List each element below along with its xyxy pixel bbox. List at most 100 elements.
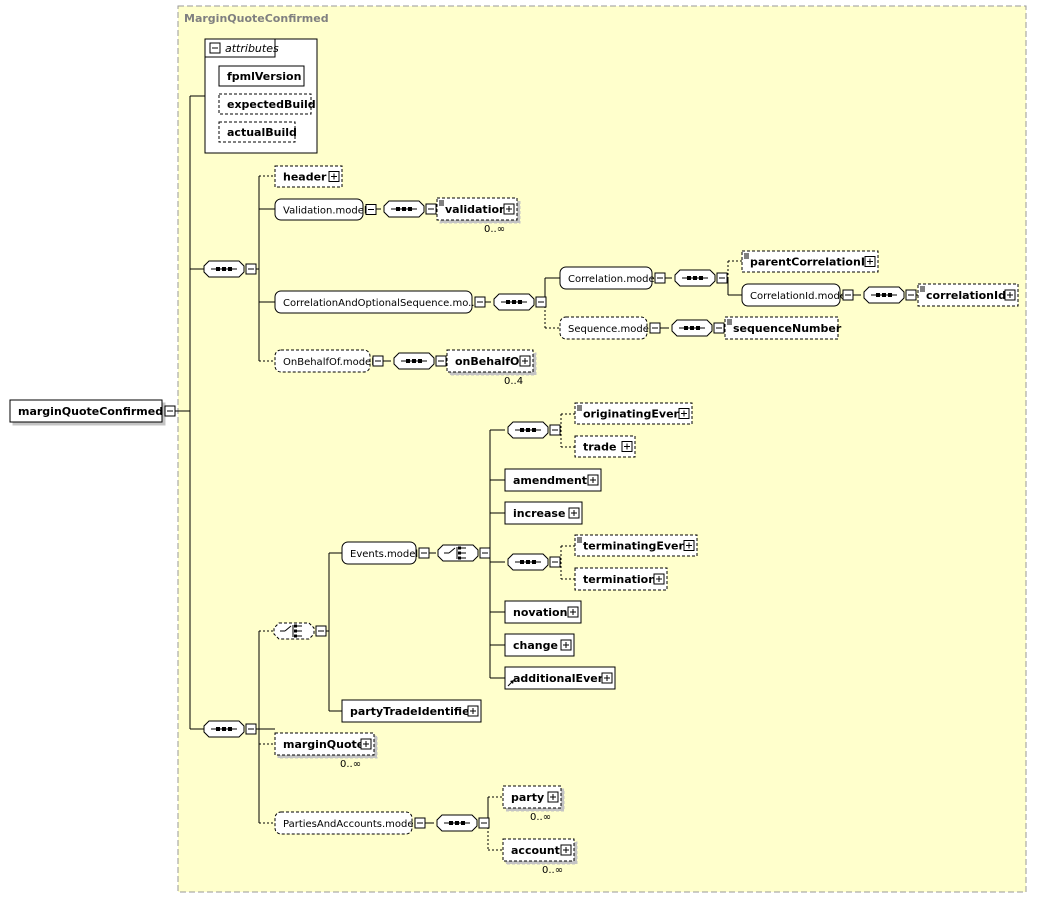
group-parties-and-accounts-model[interactable]: PartiesAndAccounts.model [274,811,416,835]
sequence-correlation-optional[interactable] [493,293,535,311]
sequence-originating[interactable] [507,421,549,439]
element-correlation-id-expand-icon[interactable] [1004,289,1016,301]
element-additional-event[interactable]: additionalEvent [504,666,616,690]
group-parties-and-accounts-model-collapse-icon[interactable] [414,817,426,829]
element-validation-expand-icon[interactable] [503,203,515,215]
element-termination-expand-icon[interactable] [653,573,665,585]
element-increase[interactable]: increase [504,501,583,525]
group-sequence-model-collapse-icon[interactable] [649,322,661,334]
element-terminating-event-label: terminatingEvent [583,540,692,553]
group-correlation-id-model-collapse-icon[interactable] [842,289,854,301]
element-on-behalf-of-expand-icon[interactable] [519,355,531,367]
attribute-expectedbuild[interactable]: expectedBuild [218,93,316,115]
element-account-expand-icon[interactable] [560,844,572,856]
element-header-expand-icon[interactable] [328,171,340,182]
sequence-correlation[interactable] [674,269,716,287]
element-originating-event-expand-icon[interactable] [678,408,690,419]
group-correlation-id-model[interactable]: CorrelationId.model [741,283,849,307]
element-terminating-event-expand-icon[interactable] [683,540,695,551]
element-header[interactable]: header [274,165,343,188]
sequence-correlation-collapse-icon[interactable] [716,272,728,284]
sequence-body-group-collapse-icon[interactable] [245,723,257,735]
group-correlation-model[interactable]: Correlation.model [559,266,657,290]
choice-compositor-icon [444,546,466,560]
sequence-parties-accounts-collapse-icon[interactable] [478,817,490,829]
sequence-on-behalf-of-collapse-icon[interactable] [435,355,447,367]
group-sequence-model[interactable]: Sequence.model [559,316,652,340]
element-change[interactable]: change [504,633,575,657]
sequence-compositor-icon [391,207,417,211]
element-party-label: party [511,791,544,804]
element-party-trade-identifier-label: partyTradeIdentifier [350,705,476,718]
element-trade-expand-icon[interactable] [621,441,633,452]
group-correlation-optional-sequence-model-label: CorrelationAndOptionalSequence.mo... [283,298,478,309]
choice-events[interactable] [437,544,479,562]
documentation-lines-icon [439,200,444,206]
element-increase-expand-icon[interactable] [568,507,580,519]
element-change-expand-icon[interactable] [560,639,572,651]
element-trade-label: trade [583,441,616,454]
group-events-model-collapse-icon[interactable] [418,547,430,559]
element-party-trade-identifier-expand-icon[interactable] [467,705,479,717]
group-correlation-optional-sequence-model[interactable]: CorrelationAndOptionalSequence.mo... [274,290,478,314]
element-novation-expand-icon[interactable] [567,606,579,618]
choice-events-collapse-icon[interactable] [479,547,491,559]
sequence-sequence-number-collapse-icon[interactable] [713,322,725,334]
element-parent-correlation-id-expand-icon[interactable] [864,256,876,267]
element-correlation-id[interactable]: correlationId [917,283,1019,307]
element-validation-label: validation [445,203,507,216]
sequence-parties-accounts[interactable] [436,814,478,832]
sequence-correlation-id-collapse-icon[interactable] [905,289,917,301]
group-events-model[interactable]: Events.model [341,541,418,565]
sequence-sequence-number[interactable] [671,319,713,337]
element-increase-label: increase [513,507,565,520]
group-on-behalf-of-model-collapse-icon[interactable] [372,355,384,367]
root-element-marginquoteconfirmed-collapse-icon[interactable] [164,405,176,417]
sequence-terminating[interactable] [507,553,549,571]
sequence-validation[interactable] [383,200,425,218]
sequence-correlation-optional-collapse-icon[interactable] [535,296,547,308]
sequence-header-group-collapse-icon[interactable] [245,263,257,275]
sequence-validation-collapse-icon[interactable] [425,203,437,215]
element-account-label: account [511,844,560,857]
sequence-on-behalf-of[interactable] [393,352,435,370]
root-element-marginquoteconfirmed[interactable]: marginQuoteConfirmed [9,399,163,423]
sequence-terminating-collapse-icon[interactable] [549,556,561,568]
element-party-expand-icon[interactable] [547,791,559,803]
group-correlation-model-label: Correlation.model [568,274,657,285]
group-correlation-model-collapse-icon[interactable] [654,272,666,284]
choice-events-or-identifier[interactable] [273,622,315,640]
group-validation-model-collapse-icon[interactable] [365,204,377,215]
sequence-compositor-icon [401,359,427,363]
element-originating-event[interactable]: originatingEvent [574,402,693,425]
element-sequence-number[interactable]: sequenceNumber [724,316,842,340]
documentation-lines-icon [920,286,925,292]
element-novation[interactable]: novation [504,600,582,624]
sequence-body-group[interactable] [203,720,245,738]
element-amendment-expand-icon[interactable] [587,474,599,486]
element-terminating-event[interactable]: terminatingEvent [574,534,698,557]
attribute-fpmlversion[interactable]: fpmlVersion [218,65,305,87]
element-additional-event-expand-icon[interactable] [601,672,613,684]
sequence-correlation-id[interactable] [863,286,905,304]
element-termination[interactable]: termination [574,567,668,591]
attribute-actualbuild[interactable]: actualBuild [218,121,297,143]
attributes-collapse-icon[interactable] [209,42,221,54]
element-party-trade-identifier[interactable]: partyTradeIdentifier [341,699,482,723]
sequence-originating-collapse-icon[interactable] [549,424,561,436]
choice-events-or-identifier-collapse-icon[interactable] [315,625,327,637]
element-trade[interactable]: trade [574,435,636,458]
sequence-header-group[interactable] [203,260,245,278]
element-parent-correlation-id-label: parentCorrelationId [750,256,873,269]
group-on-behalf-of-model[interactable]: OnBehalfOf.model [274,349,374,373]
group-validation-model[interactable]: Validation.model [274,198,367,221]
element-amendment[interactable]: amendment [504,468,602,492]
element-margin-quote-expand-icon[interactable] [360,738,372,750]
group-correlation-optional-sequence-model-collapse-icon[interactable] [474,296,486,308]
element-parent-correlation-id[interactable]: parentCorrelationId [741,250,879,273]
